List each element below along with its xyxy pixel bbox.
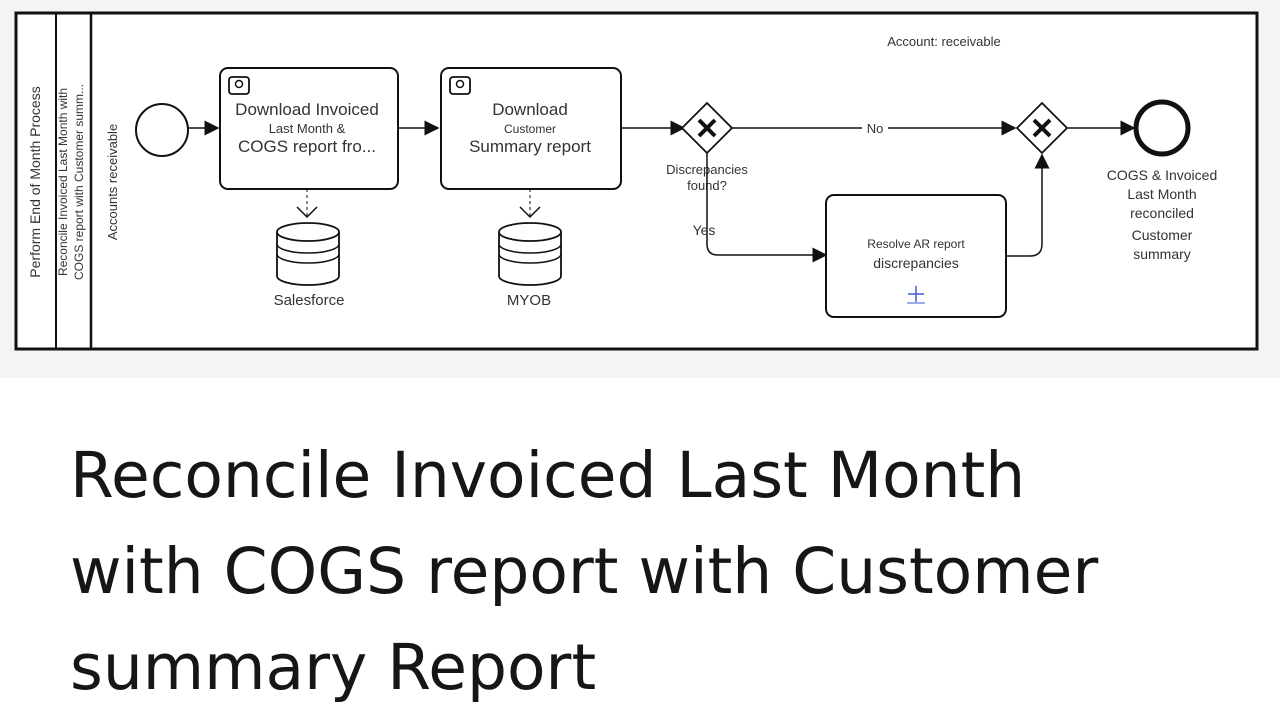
top-annotation: Account: receivable (887, 34, 1000, 49)
end-label-line-3: reconciled (1130, 205, 1194, 221)
flow-subprocess-gateway2 (1006, 153, 1050, 257)
task2-line-1: Download (492, 100, 568, 119)
merge-gateway-icon[interactable] (1015, 101, 1069, 155)
start-event-icon[interactable] (135, 103, 189, 157)
flow-no-label: No (867, 121, 884, 136)
end-label-line-1: COGS & Invoiced (1107, 167, 1218, 183)
end-label-line-4: Customer (1132, 227, 1193, 243)
process-title-line-2: with COGS report with Customer (70, 535, 1099, 608)
pool-label: Perform End of Month Process (27, 86, 43, 277)
flow-yes (706, 153, 828, 263)
datastore-salesforce-icon[interactable] (276, 222, 340, 286)
lane-label: Accounts receivable (105, 124, 120, 240)
datastore2-label: MYOB (507, 292, 551, 309)
task1-line-2: Last Month & (269, 121, 346, 136)
process-title-line-3: summary Report (70, 631, 597, 704)
end-label-line-5: summary (1133, 246, 1191, 262)
diagram-thumbnail[interactable]: Perform End of Month Process Reconcile I… (0, 0, 1280, 378)
task2-line-3: Summary report (469, 137, 591, 156)
user-task-icon-2 (449, 76, 471, 95)
process-lane-label-2: COGS report with Customer summ... (72, 84, 86, 280)
pool-frame (14, 11, 1259, 351)
subprocess-line-2: discrepancies (873, 255, 959, 271)
subprocess-line-1: Resolve AR report (867, 237, 965, 251)
datastore-myob-icon[interactable] (498, 222, 562, 286)
flow-yes-label: Yes (693, 222, 716, 238)
process-lane-label-1: Reconcile Invoiced Last Month with (56, 88, 70, 276)
end-label-line-2: Last Month (1127, 186, 1196, 202)
task2-line-2: Customer (504, 122, 556, 136)
subprocess-expand-icon[interactable] (907, 286, 925, 304)
process-title: Reconcile Invoiced Last Month with COGS … (70, 428, 1220, 716)
end-event-icon[interactable] (1133, 99, 1191, 157)
user-task-icon (228, 76, 250, 95)
task1-line-3: COGS report fro... (238, 137, 376, 156)
bpmn-diagram: Perform End of Month Process Reconcile I… (14, 11, 1259, 351)
datastore1-label: Salesforce (274, 292, 345, 309)
process-title-line-1: Reconcile Invoiced Last Month (70, 439, 1026, 512)
task1-line-1: Download Invoiced (235, 100, 379, 119)
exclusive-gateway-icon[interactable] (680, 101, 734, 155)
